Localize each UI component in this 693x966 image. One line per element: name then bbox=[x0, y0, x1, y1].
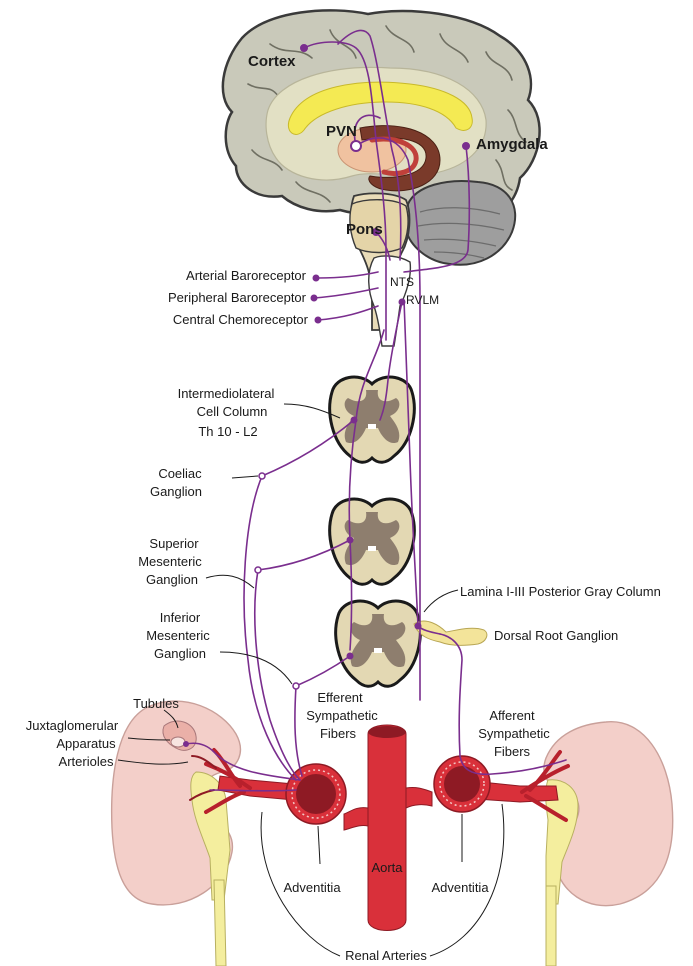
label-iml-line2: Cell Column bbox=[197, 404, 268, 419]
label-afferent-line3: Fibers bbox=[494, 744, 531, 759]
inferior-mesenteric-node bbox=[293, 683, 299, 689]
label-iml-line1: Intermediolateral bbox=[178, 386, 275, 401]
left-kidney bbox=[112, 701, 241, 966]
amygdala-node bbox=[463, 143, 470, 150]
label-amygdala: Amygdala bbox=[476, 136, 548, 153]
cortex-node bbox=[301, 45, 308, 52]
central-canal bbox=[368, 546, 376, 551]
label-peripheral-baroreceptor: Peripheral Baroreceptor bbox=[168, 290, 307, 305]
label-pvn: PVN bbox=[326, 123, 357, 140]
superior-mesenteric-node bbox=[255, 567, 261, 573]
central-chemoreceptor-fiber bbox=[318, 306, 378, 320]
central-chemoreceptor-node bbox=[315, 317, 321, 323]
spinal-cord-section-upper bbox=[330, 377, 415, 462]
label-renal-arteries: Renal Arteries bbox=[345, 948, 427, 963]
superior-mesenteric-leader bbox=[206, 575, 254, 588]
label-superior-mesenteric-line2: Mesenteric bbox=[138, 554, 202, 569]
label-arterioles: Arterioles bbox=[59, 754, 114, 769]
label-efferent-line2: Sympathetic bbox=[306, 708, 378, 723]
label-superior-mesenteric-line1: Superior bbox=[149, 536, 199, 551]
efferent-fiber-to-arterioles bbox=[210, 790, 296, 791]
label-nts: NTS bbox=[390, 275, 414, 289]
label-afferent-line2: Sympathetic bbox=[478, 726, 550, 741]
label-lamina: Lamina I-III Posterior Gray Column bbox=[460, 584, 661, 599]
label-dorsal-root-ganglion: Dorsal Root Ganglion bbox=[494, 628, 618, 643]
aorta-top-opening bbox=[368, 726, 406, 738]
peripheral-baroreceptor-node bbox=[311, 295, 317, 301]
left-ureter bbox=[214, 880, 226, 966]
aorta-branch-left bbox=[344, 808, 368, 830]
kidney-nerve-node bbox=[184, 742, 189, 747]
dorsal-horn-node bbox=[415, 623, 421, 629]
ascending-afferent-pathway bbox=[404, 300, 418, 626]
right-ureter bbox=[546, 886, 556, 966]
label-pons: Pons bbox=[346, 221, 383, 238]
left-artery-lumen bbox=[296, 774, 336, 814]
postganglionic-fiber-inferior bbox=[295, 686, 302, 776]
rvlm-node bbox=[399, 299, 405, 305]
dorsal-root-ganglion bbox=[414, 621, 487, 645]
postganglionic-fiber-superior bbox=[255, 570, 300, 780]
coeliac-ganglion-node bbox=[259, 473, 265, 479]
peripheral-baroreceptor-fiber bbox=[314, 288, 378, 298]
lower-cord-node bbox=[347, 653, 353, 659]
postganglionic-fiber-coeliac bbox=[244, 476, 296, 780]
central-canal bbox=[368, 424, 376, 429]
central-canal bbox=[374, 648, 382, 653]
lamina-leader bbox=[424, 590, 458, 612]
spinal-cord-section-middle bbox=[330, 499, 415, 584]
iml-node bbox=[351, 417, 357, 423]
label-juxtaglomerular-line2: Apparatus bbox=[56, 736, 116, 751]
spinal-cord-section-lower bbox=[336, 601, 421, 686]
glomerulus bbox=[171, 737, 185, 747]
arterial-baroreceptor-node bbox=[313, 275, 319, 281]
label-superior-mesenteric-line3: Ganglion bbox=[146, 572, 198, 587]
label-juxtaglomerular-line1: Juxtaglomerular bbox=[26, 718, 119, 733]
inferior-mesenteric-leader bbox=[220, 652, 292, 684]
adventitia-left-leader bbox=[318, 826, 320, 864]
label-coeliac-line2: Ganglion bbox=[150, 484, 202, 499]
label-cortex: Cortex bbox=[248, 53, 296, 70]
mid-cord-node bbox=[347, 537, 353, 543]
cerebellum bbox=[406, 181, 515, 265]
label-tubules: Tubules bbox=[133, 696, 179, 711]
label-adventitia-right: Adventitia bbox=[431, 880, 489, 895]
label-iml-line3: Th 10 - L2 bbox=[198, 424, 257, 439]
coeliac-leader bbox=[232, 476, 258, 478]
pvn-node bbox=[351, 141, 361, 151]
label-adventitia-left: Adventitia bbox=[283, 880, 341, 895]
label-coeliac-line1: Coeliac bbox=[158, 466, 202, 481]
label-rvlm: RVLM bbox=[406, 293, 439, 307]
label-arterial-baroreceptor: Arterial Baroreceptor bbox=[186, 268, 307, 283]
label-inferior-mesenteric-line3: Ganglion bbox=[154, 646, 206, 661]
label-inferior-mesenteric-line1: Inferior bbox=[160, 610, 201, 625]
right-kidney bbox=[544, 722, 673, 966]
label-aorta: Aorta bbox=[371, 860, 403, 875]
aorta bbox=[344, 725, 432, 931]
aorta-vessel bbox=[368, 725, 406, 931]
label-inferior-mesenteric-line2: Mesenteric bbox=[146, 628, 210, 643]
label-efferent-line3: Fibers bbox=[320, 726, 357, 741]
right-artery-lumen bbox=[444, 766, 480, 802]
label-afferent-line1: Afferent bbox=[489, 708, 535, 723]
label-central-chemoreceptor: Central Chemoreceptor bbox=[173, 312, 309, 327]
aorta-branch-right bbox=[406, 787, 432, 808]
label-efferent-line1: Efferent bbox=[317, 690, 363, 705]
